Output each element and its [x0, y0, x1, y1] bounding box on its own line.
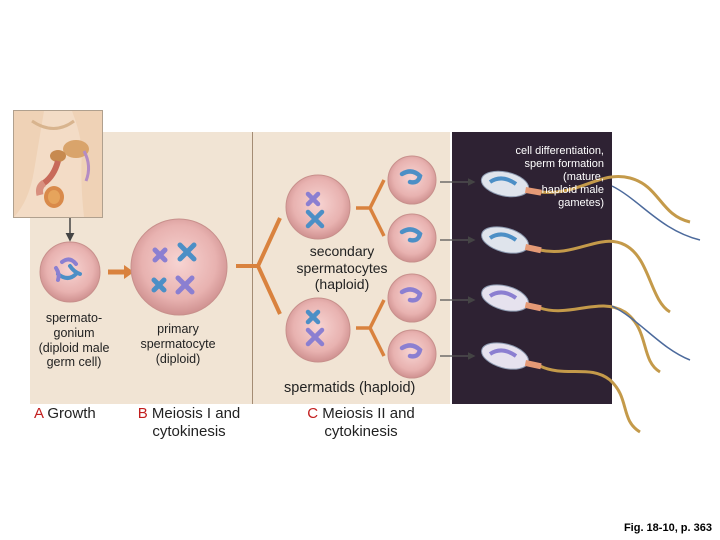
step-a-letter: A	[34, 405, 44, 422]
step-a-growth: A Growth	[34, 405, 114, 423]
secondary-spermatocyte-bottom	[285, 297, 351, 363]
sperm-cell-2	[481, 226, 671, 314]
sperm-cell-3	[481, 284, 661, 374]
step-b-letter: B	[137, 405, 148, 422]
sperm-cell-4	[481, 342, 641, 434]
division-brace-meiosis-i	[236, 217, 282, 315]
step-b-meiosis-i: B Meiosis I and cytokinesis	[124, 405, 254, 441]
primary-spermatocyte-cell	[130, 218, 228, 316]
spermatid-3	[387, 273, 437, 323]
sperm-tail-faint-1	[611, 185, 701, 241]
sperm-panel	[452, 132, 612, 404]
label-primary-spermatocyte: primary spermatocyte (diploid)	[140, 322, 216, 366]
spermatid-2	[387, 213, 437, 263]
secondary-spermatocyte-top	[285, 174, 351, 240]
sperm-tail-faint-2	[611, 305, 691, 361]
step-c-meiosis-ii: C Meiosis II and cytokinesis	[286, 405, 436, 441]
spermatogonium-cell	[39, 241, 101, 303]
sperm-cell-1	[480, 170, 691, 224]
label-cell-differentiation: cell differentiation, sperm formation (m…	[515, 145, 604, 209]
division-brace-meiosis-ii-bottom	[356, 299, 386, 357]
label-spermatogonium: spermato- gonium (diploid male germ cell…	[38, 311, 110, 370]
figure-reference: Fig. 18-10, p. 363	[623, 522, 712, 534]
anatomy-inset	[13, 110, 103, 218]
step-c-text: Meiosis II and cytokinesis	[322, 405, 415, 440]
spermatid-1	[387, 155, 437, 205]
label-spermatids: spermatids (haploid)	[284, 380, 416, 396]
step-a-text: Growth	[43, 405, 96, 422]
arrows-to-sperm	[440, 178, 476, 360]
division-brace-meiosis-ii-top	[356, 179, 386, 237]
male-reproductive-anatomy-illustration	[14, 111, 102, 217]
spermatid-4	[387, 329, 437, 379]
step-c-letter: C	[307, 405, 319, 422]
label-secondary-spermatocytes: secondary spermatocytes (haploid)	[296, 243, 388, 293]
step-b-text: Meiosis I and cytokinesis	[151, 405, 241, 440]
